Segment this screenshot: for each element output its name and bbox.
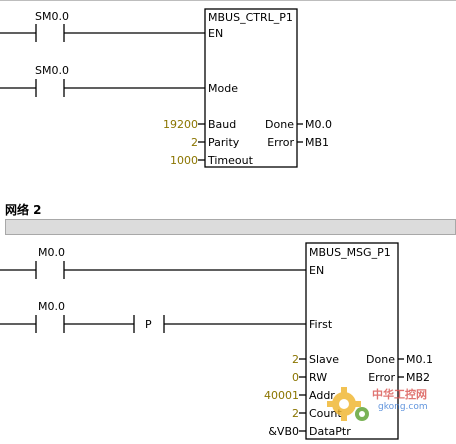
mbus-msg-rw: RW	[309, 371, 327, 384]
rung2-edge-label: P	[145, 318, 152, 331]
rung1-contact2-label: SM0.0	[35, 64, 69, 77]
mbus-ctrl-mode: Mode	[208, 82, 238, 95]
mbus-ctrl-parity: Parity	[208, 136, 240, 149]
watermark-cn: 中华工控网	[372, 387, 427, 401]
mbus-msg-done: Done	[366, 353, 395, 366]
rung2-contact2[interactable]	[0, 315, 134, 333]
mbus-msg-error-value[interactable]: MB2	[406, 371, 430, 384]
mbus-msg-dataptr: DataPtr	[309, 425, 351, 438]
mbus-msg-en: EN	[309, 264, 324, 277]
mbus-ctrl-error: Error	[267, 136, 294, 149]
mbus-ctrl-baud-value[interactable]: 19200	[163, 118, 198, 131]
mbus-msg-first: First	[309, 318, 333, 331]
mbus-msg-slave-value[interactable]: 2	[292, 353, 299, 366]
mbus-ctrl-error-value[interactable]: MB1	[305, 136, 329, 149]
mbus-msg-count-value[interactable]: 2	[292, 407, 299, 420]
mbus-msg-done-value[interactable]: M0.1	[406, 353, 433, 366]
mbus-ctrl-parity-value[interactable]: 2	[191, 136, 198, 149]
mbus-msg-addr: Addr	[309, 389, 335, 402]
network-title: 网络 2	[5, 203, 42, 217]
rung2-contact2-label: M0.0	[38, 300, 65, 313]
gkong-watermark: 中华工控网 gkong.com	[327, 387, 428, 421]
mbus-msg-block[interactable]	[305, 242, 399, 440]
rung2-edge-p[interactable]	[133, 315, 306, 333]
rung1-contact2[interactable]	[0, 79, 205, 97]
divider	[0, 0, 456, 1]
mbus-msg-rw-value[interactable]: 0	[292, 371, 299, 384]
mbus-ctrl-timeout-value[interactable]: 1000	[170, 154, 198, 167]
rung1-contact1-label: SM0.0	[35, 10, 69, 23]
mbus-ctrl-done: Done	[265, 118, 294, 131]
gear-small-icon	[355, 407, 369, 421]
network-comment-bar[interactable]	[5, 219, 456, 235]
watermark-url: gkong.com	[378, 402, 428, 412]
mbus-ctrl-block[interactable]	[204, 8, 298, 168]
mbus-ctrl-baud: Baud	[208, 118, 236, 131]
mbus-msg-dataptr-value[interactable]: &VB0	[268, 425, 299, 438]
mbus-ctrl-done-value[interactable]: M0.0	[305, 118, 332, 131]
mbus-ctrl-en: EN	[208, 27, 223, 40]
mbus-msg-addr-value[interactable]: 40001	[264, 389, 299, 402]
rung1-contact1[interactable]	[0, 24, 205, 42]
mbus-msg-error: Error	[368, 371, 395, 384]
mbus-ctrl-timeout: Timeout	[207, 154, 254, 167]
mbus-msg-title: MBUS_MSG_P1	[309, 246, 391, 259]
rung2-contact1-label: M0.0	[38, 246, 65, 259]
mbus-ctrl-title: MBUS_CTRL_P1	[208, 11, 293, 24]
rung2-contact1[interactable]	[0, 261, 306, 279]
mbus-msg-slave: Slave	[309, 353, 339, 366]
gear-icon	[327, 387, 361, 421]
